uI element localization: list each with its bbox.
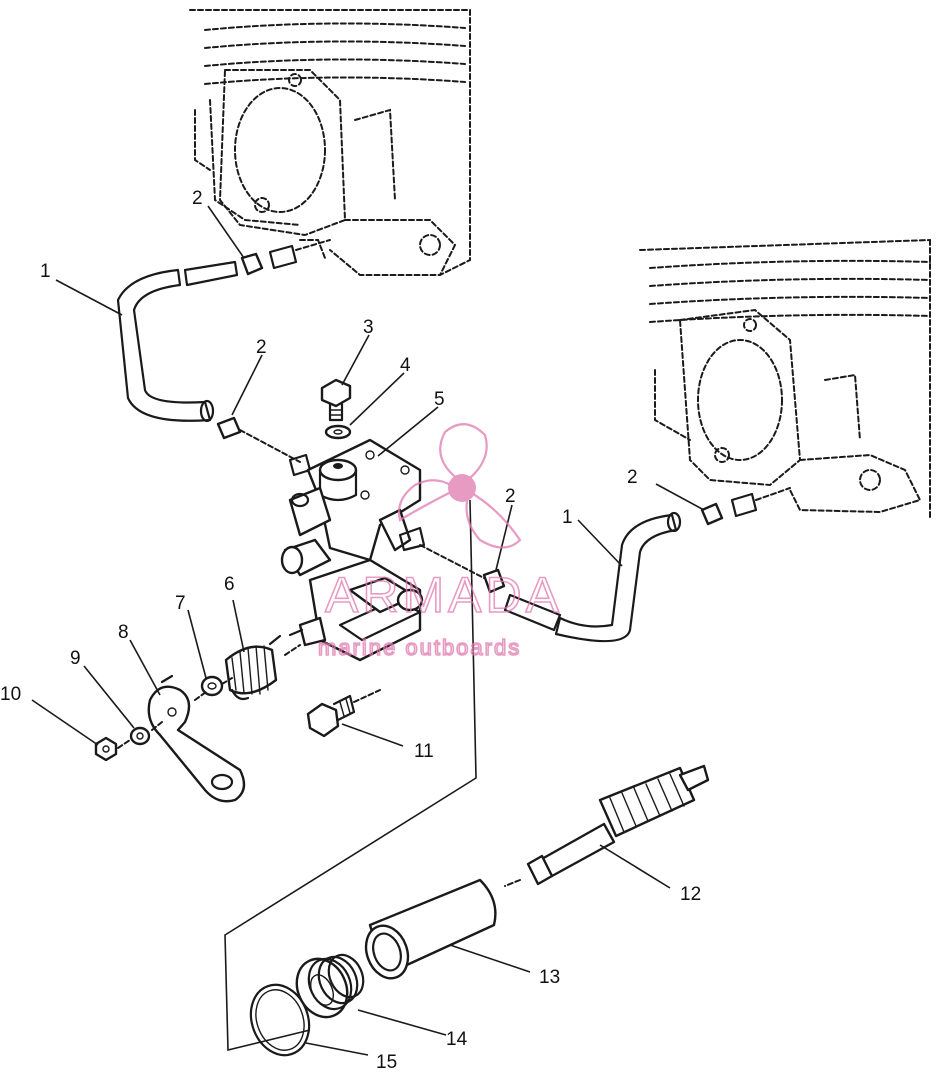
callout-2-pump: 2 bbox=[505, 486, 516, 507]
linkage-axis-line bbox=[117, 677, 233, 749]
hose-right bbox=[503, 511, 682, 643]
hose-left bbox=[116, 260, 239, 423]
clamp-right-pump bbox=[419, 544, 506, 594]
callout-9: 9 bbox=[70, 648, 81, 669]
lever-8 bbox=[147, 674, 246, 803]
callout-5: 5 bbox=[434, 389, 445, 410]
callout-14: 14 bbox=[446, 1029, 468, 1050]
callout-2-right: 2 bbox=[627, 467, 638, 488]
callout-10: 10 bbox=[0, 684, 21, 705]
callouts: 1 2 2 3 4 5 2 1 2 6 7 8 9 10 11 12 13 14… bbox=[0, 188, 701, 1073]
callout-13: 13 bbox=[539, 967, 560, 988]
bolt-11 bbox=[306, 689, 381, 738]
armada-watermark: ARMADA marine outboards bbox=[317, 423, 563, 661]
callout-1-left: 1 bbox=[40, 261, 51, 282]
callout-8: 8 bbox=[118, 622, 129, 643]
cylinder-right bbox=[639, 239, 931, 521]
spring-14 bbox=[295, 953, 365, 1019]
propeller-logo-icon bbox=[397, 423, 522, 549]
clamp-top bbox=[240, 239, 331, 276]
bushing-13 bbox=[364, 878, 497, 980]
callout-12: 12 bbox=[680, 884, 701, 905]
leader-lines bbox=[31, 205, 705, 1056]
callout-2-top: 2 bbox=[192, 188, 203, 209]
callout-1-right: 1 bbox=[562, 507, 573, 528]
callout-4: 4 bbox=[400, 355, 411, 376]
callout-11: 11 bbox=[414, 741, 434, 762]
washer-9 bbox=[129, 726, 151, 746]
callout-7: 7 bbox=[175, 593, 186, 614]
drive-gear-12 bbox=[504, 764, 710, 887]
assembly-guide-line bbox=[224, 499, 477, 1052]
spring-6 bbox=[224, 634, 282, 701]
oil-pump-body bbox=[280, 438, 426, 662]
callout-15: 15 bbox=[376, 1052, 397, 1073]
callout-6: 6 bbox=[224, 574, 235, 595]
watermark-tagline: marine outboards bbox=[318, 635, 521, 660]
nut-10 bbox=[94, 736, 118, 762]
cylinder-left bbox=[189, 9, 471, 276]
o-ring-15 bbox=[249, 983, 311, 1057]
callout-3: 3 bbox=[363, 317, 374, 338]
washer-7 bbox=[200, 675, 224, 697]
watermark-brand: ARMADA bbox=[325, 567, 563, 623]
bolt-3 bbox=[320, 378, 352, 422]
callout-2-left-clamp: 2 bbox=[256, 337, 267, 358]
clamp-right-cyl bbox=[700, 487, 791, 526]
clamp-left bbox=[216, 416, 312, 477]
washer-4 bbox=[324, 424, 352, 440]
